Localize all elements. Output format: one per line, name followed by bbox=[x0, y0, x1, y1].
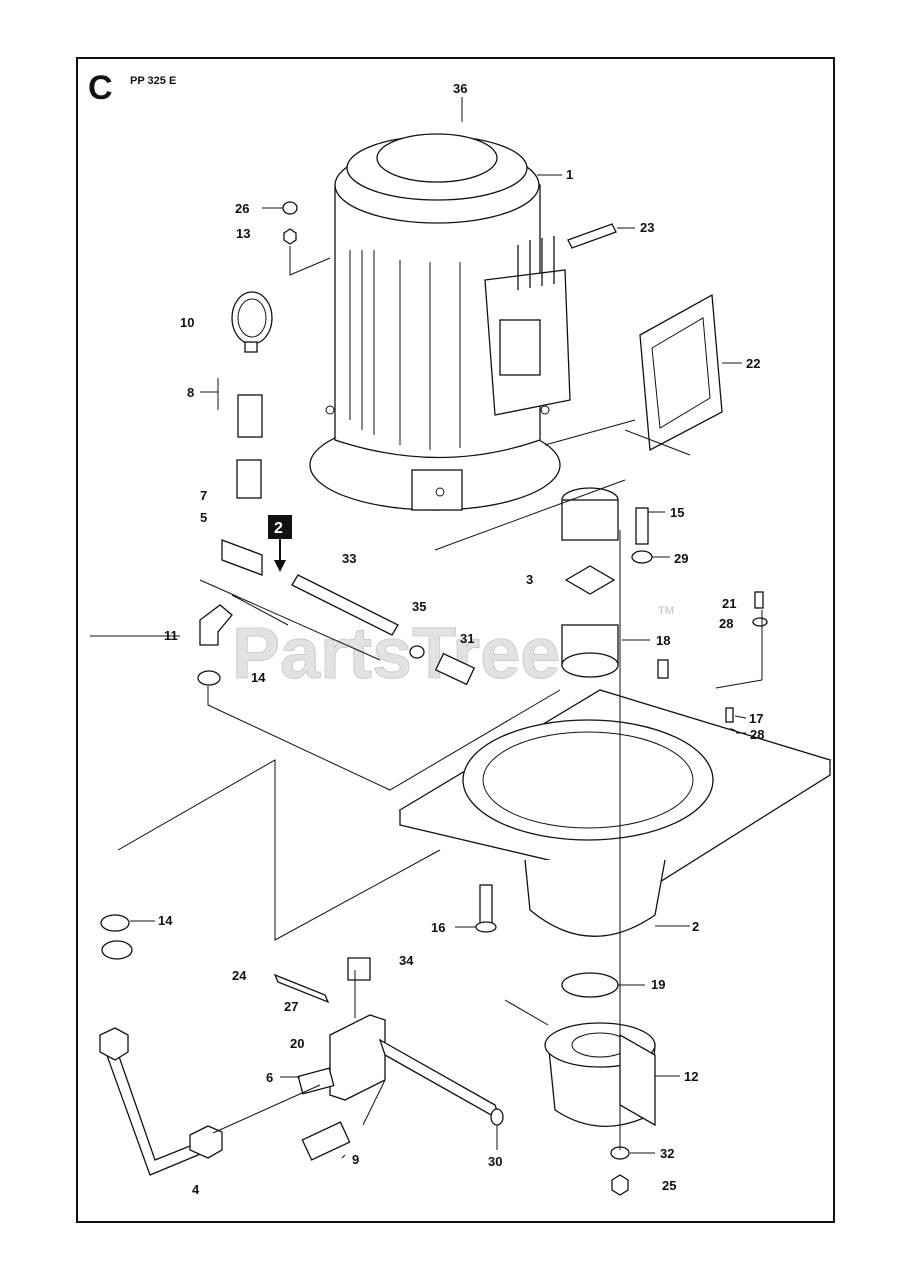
screw-26 bbox=[282, 201, 298, 215]
warning-label-decal bbox=[567, 223, 617, 249]
svg-text:2: 2 bbox=[274, 520, 283, 537]
callout-23: 23 bbox=[640, 220, 654, 235]
callout-33: 33 bbox=[342, 551, 356, 566]
nut-14-lower bbox=[101, 940, 133, 960]
reference-marker: 2 bbox=[268, 515, 292, 572]
callout-18: 18 bbox=[656, 633, 670, 648]
callout-12: 12 bbox=[684, 1069, 698, 1084]
callout-10: 10 bbox=[180, 315, 194, 330]
pressure-gauge bbox=[231, 291, 273, 353]
callout-6: 6 bbox=[266, 1070, 273, 1085]
callout-22: 22 bbox=[746, 356, 760, 371]
elbow-fitting bbox=[199, 604, 233, 646]
bolt-15 bbox=[635, 507, 649, 545]
flange-bolt-18 bbox=[657, 659, 669, 679]
fitting-6 bbox=[297, 1067, 335, 1095]
callout-labels: 36 1 26 13 23 10 22 8 7 5 15 33 29 3 21 … bbox=[158, 81, 764, 1197]
bolt-21 bbox=[754, 591, 764, 609]
callout-20: 20 bbox=[290, 1036, 304, 1051]
washer-28a bbox=[752, 617, 768, 627]
callout-31: 31 bbox=[460, 631, 474, 646]
callout-11: 11 bbox=[164, 628, 178, 643]
callout-36: 36 bbox=[453, 81, 467, 96]
seal-washer-14 bbox=[197, 670, 221, 686]
gauge-nipple bbox=[236, 459, 262, 499]
watermark-tm: TM bbox=[658, 605, 674, 617]
callout-16: 16 bbox=[431, 920, 445, 935]
tee-fitting bbox=[221, 539, 263, 576]
o-ring-30 bbox=[490, 1108, 504, 1126]
gauge-adapter bbox=[237, 394, 263, 438]
callout-1: 1 bbox=[566, 167, 573, 182]
shaft-coupling bbox=[561, 487, 619, 678]
callout-2: 2 bbox=[692, 919, 699, 934]
screw-24 bbox=[273, 973, 330, 1004]
callout-17: 17 bbox=[749, 711, 763, 726]
callout-8: 8 bbox=[187, 385, 194, 400]
callout-19: 19 bbox=[651, 977, 665, 992]
callout-14-lower: 14 bbox=[158, 913, 173, 928]
hose-fitting bbox=[434, 652, 476, 686]
bolt-17 bbox=[725, 707, 734, 723]
callout-7: 7 bbox=[200, 488, 207, 503]
valve-block bbox=[329, 1014, 502, 1122]
callout-3: 3 bbox=[526, 572, 533, 587]
plug-34 bbox=[347, 957, 371, 981]
leader-lines bbox=[90, 97, 763, 1159]
callout-21: 21 bbox=[722, 596, 736, 611]
pump-mounting-flange bbox=[398, 659, 832, 937]
callout-25: 25 bbox=[662, 1178, 676, 1193]
model-label: PP 325 E bbox=[130, 75, 176, 87]
nut-13 bbox=[283, 228, 297, 245]
o-ring-19 bbox=[561, 972, 619, 998]
callout-28-lower: 28 bbox=[750, 727, 764, 742]
callout-15: 15 bbox=[670, 505, 684, 520]
o-ring-35 bbox=[409, 645, 425, 659]
terminal-box-gasket bbox=[639, 293, 723, 452]
relief-valve-9 bbox=[301, 1121, 351, 1161]
hydraulic-pump bbox=[544, 1022, 656, 1128]
callout-5: 5 bbox=[200, 510, 207, 525]
callout-14-upper: 14 bbox=[251, 670, 266, 685]
callout-4: 4 bbox=[192, 1182, 200, 1197]
callout-24: 24 bbox=[232, 968, 247, 983]
hose-pipe bbox=[291, 574, 399, 636]
diagram-frame bbox=[76, 57, 835, 1223]
callout-26: 26 bbox=[235, 201, 249, 216]
callout-27: 27 bbox=[284, 999, 298, 1014]
callout-35: 35 bbox=[412, 599, 426, 614]
section-letter: C bbox=[88, 69, 113, 107]
bolt-16 bbox=[479, 884, 493, 926]
callout-9: 9 bbox=[352, 1152, 359, 1167]
callout-32: 32 bbox=[660, 1146, 674, 1161]
callout-28-upper: 28 bbox=[719, 616, 733, 631]
hydraulic-pipe bbox=[99, 1027, 223, 1176]
electric-motor bbox=[309, 133, 571, 511]
callout-30: 30 bbox=[488, 1154, 502, 1169]
washer-14-lower bbox=[100, 914, 130, 932]
callout-13: 13 bbox=[236, 226, 250, 241]
nut-25 bbox=[611, 1174, 629, 1196]
callout-34: 34 bbox=[399, 953, 414, 968]
washer-29 bbox=[631, 550, 653, 564]
callout-29: 29 bbox=[674, 551, 688, 566]
